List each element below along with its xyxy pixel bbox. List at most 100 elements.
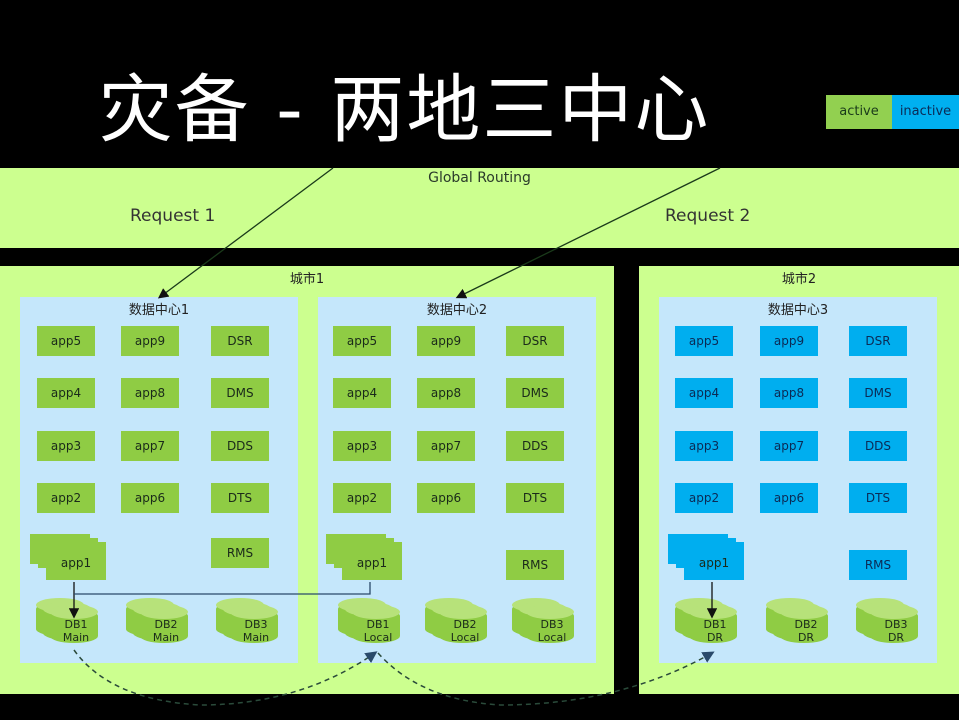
db-name: DB1	[703, 618, 727, 631]
datacenter-3-label: 数据中心3	[767, 303, 829, 318]
request-2-label: Request 2	[665, 206, 751, 226]
service-box-dms[interactable]: DMS	[211, 378, 269, 408]
db-role: Main	[62, 631, 90, 644]
app1-stack[interactable]: app1	[668, 534, 744, 580]
db-name: DB3	[540, 618, 564, 631]
datacenter-1-label: 数据中心1	[128, 303, 190, 318]
service-box-app6[interactable]: app6	[760, 483, 818, 513]
db-name: DB3	[244, 618, 268, 631]
service-box-rms[interactable]: RMS	[211, 538, 269, 568]
db-cylinder-top	[689, 605, 737, 619]
db-name: DB1	[64, 618, 88, 631]
service-box-app7[interactable]: app7	[417, 431, 475, 461]
app1-layer	[46, 542, 106, 580]
service-box-dsr[interactable]: DSR	[849, 326, 907, 356]
service-box-app9[interactable]: app9	[760, 326, 818, 356]
db-role: DR	[887, 631, 905, 644]
app1-label: app1	[356, 556, 388, 570]
service-box-dsr[interactable]: DSR	[211, 326, 269, 356]
service-box-dts[interactable]: DTS	[506, 483, 564, 513]
service-box-app7[interactable]: app7	[121, 431, 179, 461]
db-cylinder-top	[140, 605, 188, 619]
service-box-app2[interactable]: app2	[675, 483, 733, 513]
db-cylinder-top	[230, 605, 278, 619]
service-box-app6[interactable]: app6	[417, 483, 475, 513]
service-box-dds[interactable]: DDS	[849, 431, 907, 461]
service-box-app7[interactable]: app7	[760, 431, 818, 461]
global-routing-label: Global Routing	[428, 170, 531, 186]
db-cylinder-top	[352, 605, 400, 619]
service-box-app2[interactable]: app2	[333, 483, 391, 513]
db-role: Local	[450, 631, 480, 644]
service-box-app9[interactable]: app9	[121, 326, 179, 356]
service-box-rms[interactable]: RMS	[506, 550, 564, 580]
service-box-app6[interactable]: app6	[121, 483, 179, 513]
service-box-app2[interactable]: app2	[37, 483, 95, 513]
service-box-app4[interactable]: app4	[675, 378, 733, 408]
service-box-rms[interactable]: RMS	[849, 550, 907, 580]
service-box-dts[interactable]: DTS	[849, 483, 907, 513]
legend-active: active	[826, 95, 892, 129]
service-box-app4[interactable]: app4	[37, 378, 95, 408]
db-cylinder-top	[780, 605, 828, 619]
service-box-dms[interactable]: DMS	[849, 378, 907, 408]
db-role: DR	[797, 631, 815, 644]
db-role: Main	[152, 631, 180, 644]
db-role: Local	[537, 631, 567, 644]
app1-label: app1	[698, 556, 730, 570]
legend-inactive: inactive	[892, 95, 959, 129]
db-name: DB1	[366, 618, 390, 631]
db-name: DB2	[794, 618, 818, 631]
service-box-app4[interactable]: app4	[333, 378, 391, 408]
service-box-app8[interactable]: app8	[417, 378, 475, 408]
service-box-app9[interactable]: app9	[417, 326, 475, 356]
db-cylinder-top	[50, 605, 98, 619]
app1-stack[interactable]: app1	[326, 534, 402, 580]
app1-layer	[342, 542, 402, 580]
service-box-app3[interactable]: app3	[37, 431, 95, 461]
service-box-dms[interactable]: DMS	[506, 378, 564, 408]
service-box-dds[interactable]: DDS	[506, 431, 564, 461]
service-box-app5[interactable]: app5	[675, 326, 733, 356]
service-box-dts[interactable]: DTS	[211, 483, 269, 513]
app1-stack[interactable]: app1	[30, 534, 106, 580]
db-name: DB2	[154, 618, 178, 631]
db-name: DB3	[884, 618, 908, 631]
service-box-app3[interactable]: app3	[333, 431, 391, 461]
service-box-app3[interactable]: app3	[675, 431, 733, 461]
service-box-app5[interactable]: app5	[37, 326, 95, 356]
service-box-dds[interactable]: DDS	[211, 431, 269, 461]
db-role: DR	[706, 631, 724, 644]
service-box-app8[interactable]: app8	[760, 378, 818, 408]
app1-layer	[684, 542, 744, 580]
db-cylinder-top	[870, 605, 918, 619]
title-text: 灾备 - 两地三中心	[98, 67, 711, 153]
datacenter-2-label: 数据中心2	[426, 303, 488, 318]
db-name: DB2	[453, 618, 477, 631]
app1-label: app1	[60, 556, 92, 570]
service-box-dsr[interactable]: DSR	[506, 326, 564, 356]
city-2-label: 城市2	[781, 272, 817, 287]
request-1-label: Request 1	[130, 206, 216, 226]
db-cylinder-top	[526, 605, 574, 619]
service-box-app5[interactable]: app5	[333, 326, 391, 356]
db-role: Local	[363, 631, 393, 644]
service-box-app8[interactable]: app8	[121, 378, 179, 408]
